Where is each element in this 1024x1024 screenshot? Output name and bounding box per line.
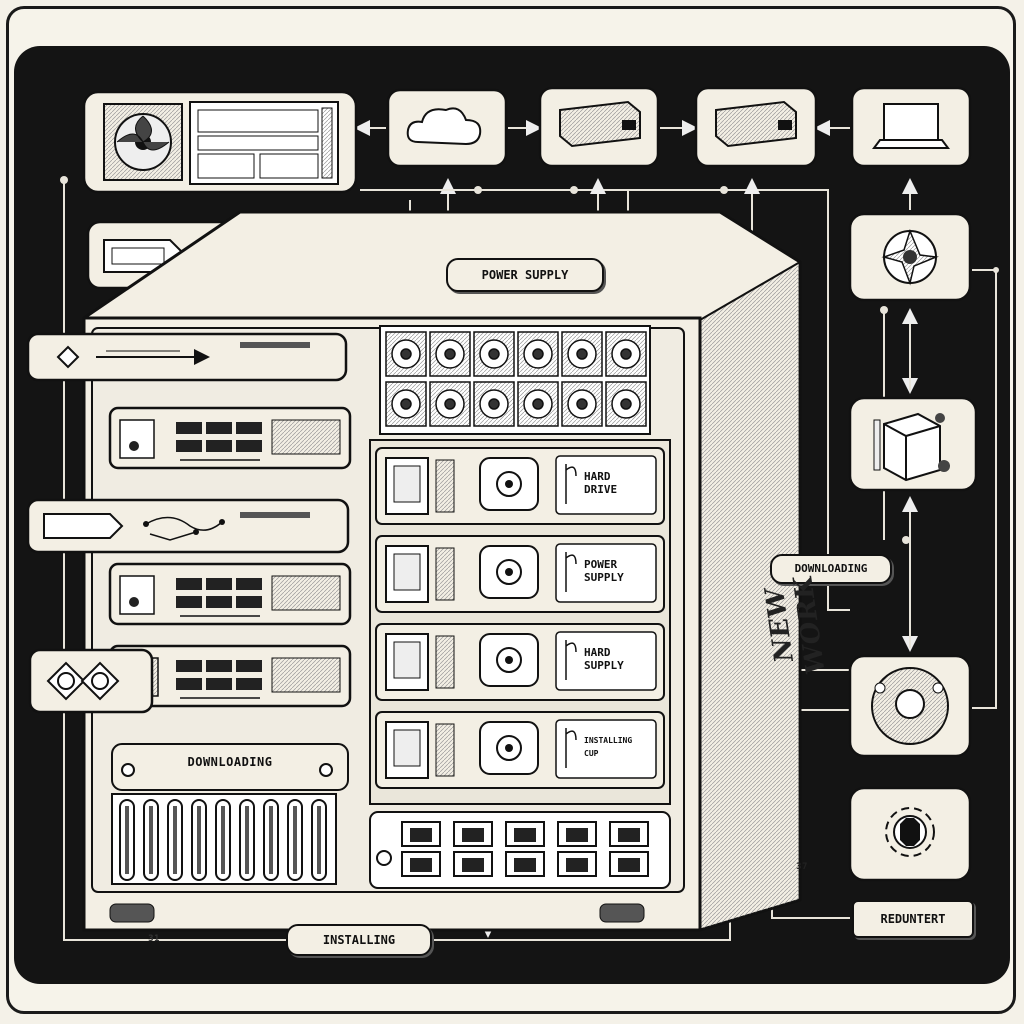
fan-cell <box>561 331 603 377</box>
bay-label-line1: HARD <box>584 646 611 659</box>
fan-cell <box>473 331 515 377</box>
card-diamond-3 <box>28 648 154 714</box>
bay-label-line1: INSTALLING <box>584 736 633 745</box>
card-cloud <box>386 88 508 168</box>
bay-label-line2: SUPPLY <box>584 571 624 584</box>
bay-label-line1: HARD <box>584 470 611 483</box>
ethernet-port[interactable] <box>401 821 441 847</box>
vent-slot <box>311 799 327 881</box>
rack-unit[interactable] <box>108 406 352 470</box>
bay-label-line2: SUPPLY <box>584 659 624 672</box>
drive-bay[interactable] <box>375 623 665 701</box>
vent-slot <box>119 799 135 881</box>
card-gear <box>848 786 972 882</box>
fan-cell <box>473 381 515 427</box>
ethernet-port[interactable] <box>609 851 649 877</box>
rack-unit[interactable] <box>108 562 352 626</box>
fan-cell <box>561 381 603 427</box>
ethernet-port[interactable] <box>453 851 493 877</box>
ethernet-port[interactable] <box>505 821 545 847</box>
card-arrow-1 <box>26 332 348 382</box>
card-drive-module-b <box>694 86 818 168</box>
card-network-2 <box>26 498 350 554</box>
redundant-label: REDUNTERT <box>852 900 974 938</box>
card-fan-chassis <box>82 90 358 194</box>
bay-label: INSTALLING CUP <box>584 734 654 760</box>
fan-cell <box>385 331 427 377</box>
vent-slot <box>191 799 207 881</box>
ethernet-port[interactable] <box>401 851 441 877</box>
fan-cell <box>517 381 559 427</box>
ethernet-port[interactable] <box>453 821 493 847</box>
vent-slot <box>287 799 303 881</box>
downloading-panel-label: DOWNLOADING <box>187 755 273 769</box>
mark-right: 37 <box>796 862 808 872</box>
fan-cell <box>429 381 471 427</box>
ethernet-port[interactable] <box>557 851 597 877</box>
fan-cell <box>385 381 427 427</box>
fan-cell <box>605 381 647 427</box>
card-laptop <box>850 86 972 168</box>
downloading-side-label: DOWNLOADING <box>770 554 892 584</box>
vent-slot <box>263 799 279 881</box>
card-disk <box>848 654 972 758</box>
bay-label-line2: DRIVE <box>584 483 618 496</box>
vent-slot <box>143 799 159 881</box>
bay-label-line1: POWER <box>584 558 618 571</box>
fan-cell <box>605 331 647 377</box>
card-drive-module-a <box>538 86 660 168</box>
ethernet-port[interactable] <box>505 851 545 877</box>
card-package <box>848 396 978 492</box>
vent-slot <box>167 799 183 881</box>
downloading-panel <box>111 743 349 791</box>
mark-left: 31 <box>148 934 160 944</box>
drive-bay[interactable] <box>375 535 665 613</box>
installing-label: INSTALLING <box>286 924 432 956</box>
drive-bay[interactable] <box>375 711 665 789</box>
vent-slot <box>239 799 255 881</box>
vent-slot <box>215 799 231 881</box>
card-aperture <box>848 212 972 302</box>
power-supply-label: POWER SUPPLY <box>446 258 604 292</box>
ethernet-port[interactable] <box>609 821 649 847</box>
ethernet-port[interactable] <box>557 821 597 847</box>
fan-cell <box>517 331 559 377</box>
bay-label-line2: CUP <box>584 749 599 758</box>
fan-cell <box>429 331 471 377</box>
drive-bay[interactable] <box>375 447 665 525</box>
